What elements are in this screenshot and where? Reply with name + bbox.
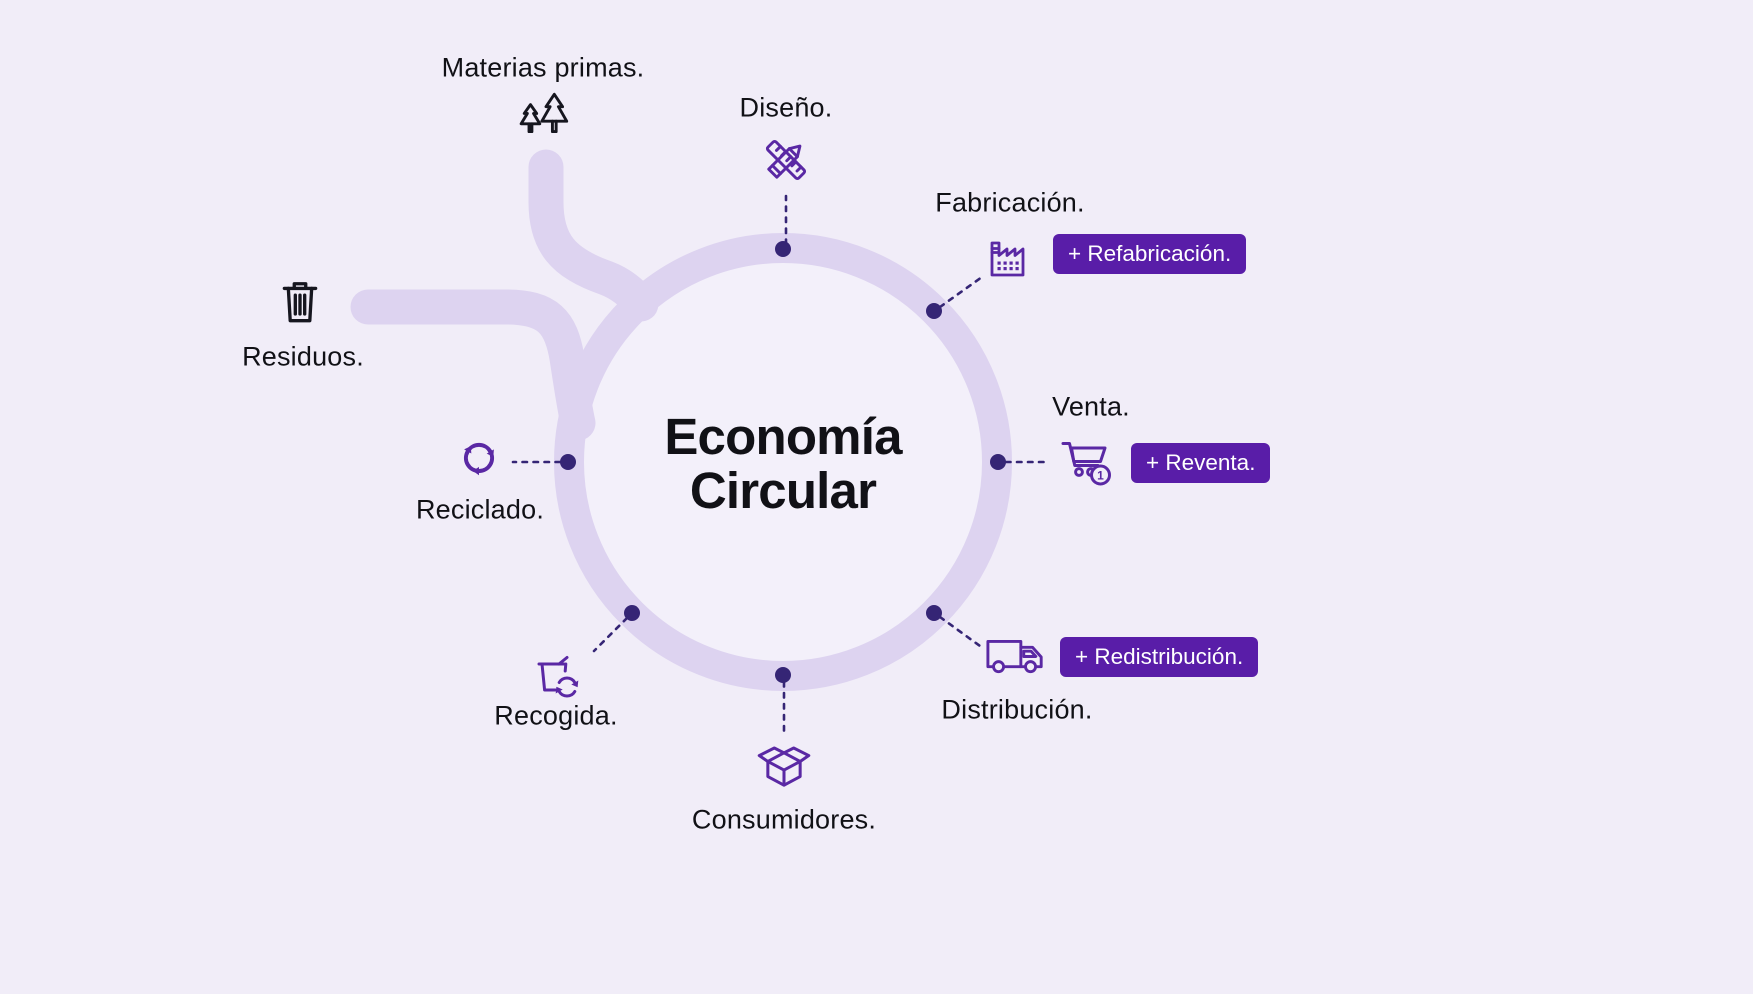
badge-reventa: + Reventa. <box>1131 443 1271 483</box>
cart-quantity-number: 1 <box>1097 469 1104 483</box>
label-distribucion: Distribución. <box>941 694 1093 725</box>
shopping-cart-icon: 1 <box>1060 437 1114 487</box>
badge-redistribucion: + Redistribución. <box>1060 637 1259 677</box>
label-consumidores: Consumidores. <box>691 804 877 835</box>
factory-icon <box>985 235 1033 279</box>
materias-primas-flow <box>528 149 659 322</box>
open-box-icon <box>756 744 812 794</box>
recycle-arrows-icon <box>455 434 503 482</box>
residuos-flow <box>350 289 596 441</box>
connector-lines <box>511 194 1051 733</box>
label-recogida: Recogida. <box>494 700 618 731</box>
label-fabricacion: Fabricación. <box>935 187 1085 218</box>
node-dots <box>560 241 1006 683</box>
trash-icon <box>275 278 325 328</box>
collection-bin-icon <box>531 653 583 701</box>
label-venta: Venta. <box>1052 391 1130 422</box>
label-residuos: Residuos. <box>242 341 364 372</box>
label-reciclado: Reciclado. <box>415 494 545 525</box>
badge-refabricacion: + Refabricación. <box>1053 234 1247 274</box>
label-diseno: Diseño. <box>739 92 833 123</box>
diagram-title-line2: Circular <box>689 462 877 519</box>
diagram-title-line1: Economía <box>664 407 902 465</box>
diagram-title: Economía Circular <box>664 407 902 519</box>
pencil-ruler-icon <box>759 133 813 187</box>
truck-icon <box>985 634 1047 679</box>
label-materias-primas: Materias primas. <box>441 52 645 83</box>
trees-icon <box>517 91 575 139</box>
